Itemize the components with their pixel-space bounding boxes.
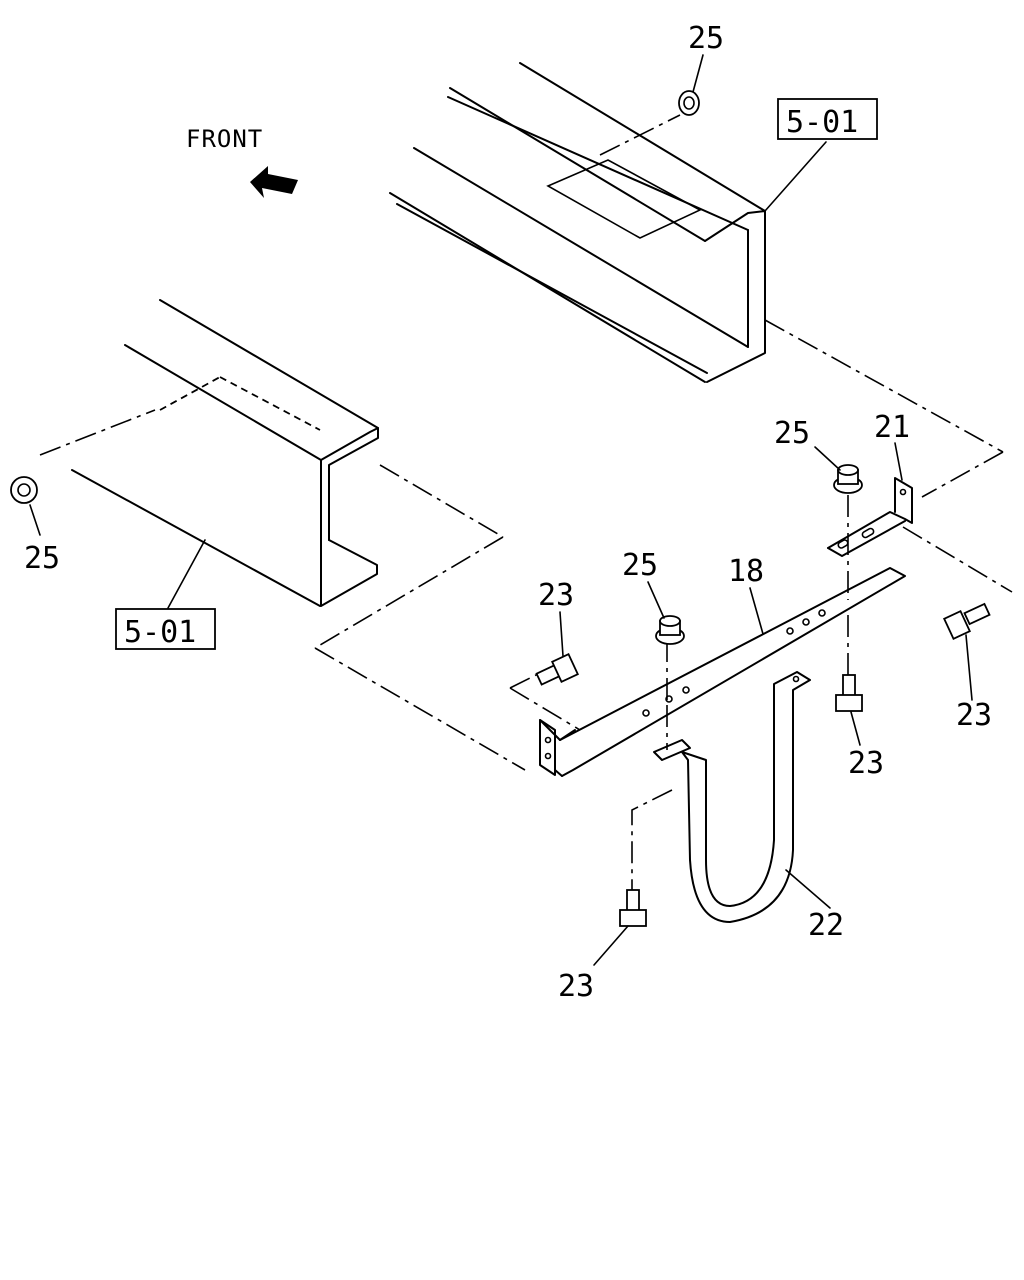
callout-bolt-center: 23 <box>848 746 884 781</box>
alignment-lines <box>39 114 1013 890</box>
flange-nut-right <box>833 464 863 494</box>
callout-frame-ref-top: 5-01 <box>786 105 858 140</box>
flange-bolt-bottom <box>619 889 647 927</box>
callout-bolt-bottom: 23 <box>558 969 594 1004</box>
flange-bolt-right <box>942 602 991 640</box>
flange-bolt-left <box>535 653 580 686</box>
callout-bolt-left: 23 <box>538 578 574 613</box>
bracket-21 <box>827 477 913 557</box>
frame-rail-right <box>389 62 766 383</box>
callout-bracket-21: 21 <box>874 410 910 445</box>
flange-nut-top <box>678 90 700 116</box>
u-strap-22 <box>653 671 811 923</box>
front-label: FRONT <box>186 125 263 153</box>
callout-strap-22: 22 <box>808 908 844 943</box>
front-arrow-icon <box>250 166 298 198</box>
callout-nut-right: 25 <box>774 416 810 451</box>
flange-nut-left <box>10 476 38 504</box>
callout-bar-18: 18 <box>728 554 764 589</box>
frame-ref-box-top <box>777 98 878 140</box>
callout-bolt-right: 23 <box>956 698 992 733</box>
callout-nut-left: 25 <box>24 541 60 576</box>
frame-ref-box-left <box>115 608 216 650</box>
support-bar-18 <box>539 567 906 777</box>
callout-nut-top: 25 <box>688 21 724 56</box>
flange-bolt-center <box>835 674 863 712</box>
callout-nut-center: 25 <box>622 548 658 583</box>
frame-rail-left <box>71 299 379 607</box>
callout-frame-ref-left: 5-01 <box>124 615 196 650</box>
flange-nut-center <box>655 615 685 645</box>
leader-lines <box>29 54 973 966</box>
